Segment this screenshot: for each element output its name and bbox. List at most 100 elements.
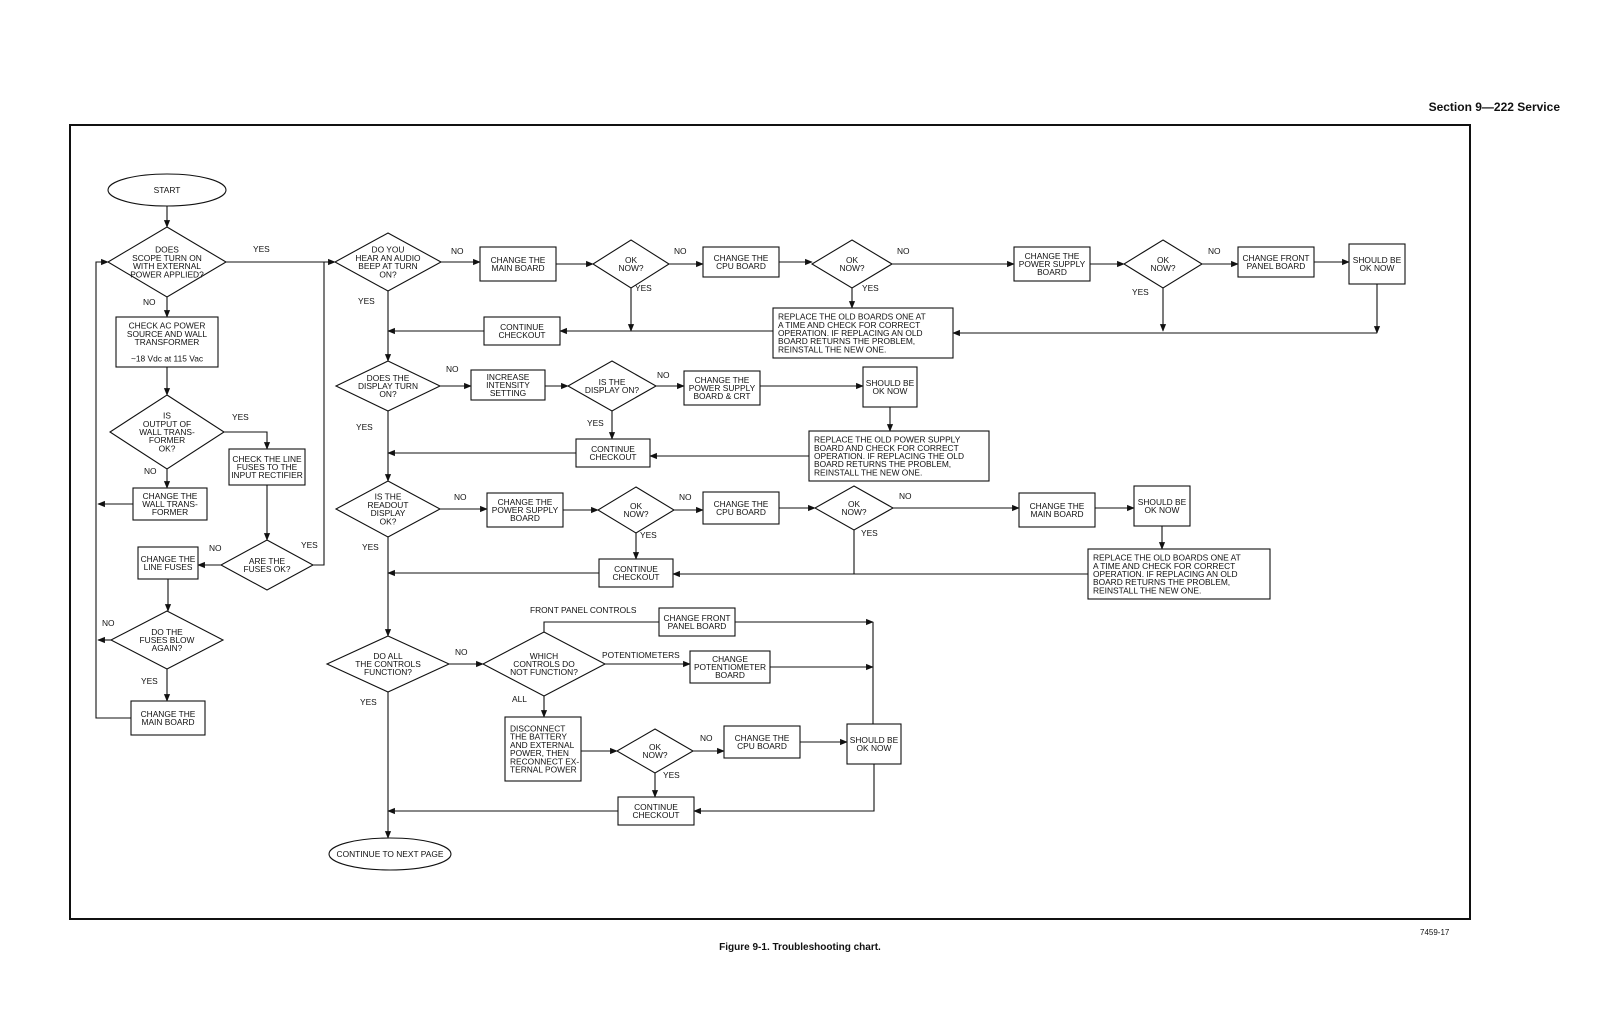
node-text: REINSTALL THE NEW ONE. xyxy=(814,467,922,477)
process-box xyxy=(486,492,564,528)
node-text: AND EXTERNAL xyxy=(510,740,575,750)
node-text: CONTINUE xyxy=(500,322,544,332)
node-text: FUNCTION? xyxy=(364,667,412,677)
process-box xyxy=(483,316,561,346)
node-text: CONTINUE TO NEXT PAGE xyxy=(337,849,444,859)
node-text: ARE THE xyxy=(249,556,286,566)
process-box xyxy=(1133,485,1191,527)
node-text: WALL TRANS- xyxy=(142,499,198,509)
node-text: CHANGE THE xyxy=(714,253,769,263)
node-text: DO YOU xyxy=(372,245,405,255)
node-text: NOW? xyxy=(618,263,643,273)
edge-label-no-controls: NO xyxy=(455,647,468,657)
node-text: OK xyxy=(630,501,643,511)
node-text: BOARD RETURNS THE PROBLEM, xyxy=(778,336,915,346)
decision-diamond xyxy=(334,360,442,412)
decision-diamond xyxy=(106,226,228,298)
edge-label-yes-output: YES xyxy=(232,412,249,422)
node-text: CHANGE xyxy=(712,654,748,664)
node-text: BOARD & CRT xyxy=(693,391,750,401)
edge-label-no-ok6: NO xyxy=(700,733,713,743)
edge-label-yes-blow: YES xyxy=(141,676,158,686)
node-text: LINE FUSES xyxy=(144,562,193,572)
process-box xyxy=(598,558,674,588)
decision-diamond xyxy=(596,486,676,534)
node-text: FORMER xyxy=(152,507,188,517)
node-text: REINSTALL THE NEW ONE. xyxy=(778,344,886,354)
node-text: OK NOW xyxy=(1360,263,1395,273)
process-box xyxy=(470,369,546,401)
node-text: FORMER xyxy=(149,435,185,445)
node-text: REINSTALL THE NEW ONE. xyxy=(1093,585,1201,595)
node-text: CHECK THE LINE xyxy=(232,454,302,464)
decision-diamond xyxy=(591,239,671,289)
edge-label-yes-readout: YES xyxy=(362,542,379,552)
decision-diamond xyxy=(1122,239,1204,289)
node-text: POWER SUPPLY xyxy=(689,383,756,393)
edge-label-no-display-on: NO xyxy=(657,370,670,380)
decision-diamond xyxy=(219,539,315,591)
node-text: CHANGE FRONT xyxy=(1243,253,1310,263)
node-text: CHECKOUT xyxy=(633,810,680,820)
node-text: BOARD xyxy=(715,670,745,680)
node-text: OK xyxy=(625,255,638,265)
edge-label-front-panel: FRONT PANEL CONTROLS xyxy=(530,605,637,615)
figure-number: 7459-17 xyxy=(1420,928,1450,937)
node-text: POWER SUPPLY xyxy=(1019,259,1086,269)
process-box xyxy=(862,366,918,408)
node-text: SETTING xyxy=(490,388,526,398)
process-box xyxy=(772,307,954,359)
node-text: SHOULD BE xyxy=(850,735,899,745)
node-text: WALL TRANS- xyxy=(139,427,195,437)
edge-label-no-ok5: NO xyxy=(899,491,912,501)
node-text: CHECKOUT xyxy=(613,572,660,582)
decision-diamond xyxy=(333,232,443,292)
edge-label-yes-fuses: YES xyxy=(301,540,318,550)
node-text: CHANGE THE xyxy=(1030,501,1085,511)
node-text: DOES xyxy=(155,245,179,255)
node-b-replace1: REPLACE THE OLD BOARDS ONE ATA TIME AND … xyxy=(772,307,954,359)
node-text: THE CONTROLS xyxy=(355,659,421,669)
node-text: A TIME AND CHECK FOR CORRECT xyxy=(1093,561,1235,571)
process-box xyxy=(723,725,801,759)
node-text: DO THE xyxy=(151,627,183,637)
edge-label-no-display: NO xyxy=(446,364,459,374)
process-box xyxy=(702,491,780,525)
node-text: POWER, THEN xyxy=(510,748,569,758)
node-text: MAIN BOARD xyxy=(491,263,544,273)
edge-label-yes-ok6: YES xyxy=(663,770,680,780)
decision-diamond xyxy=(334,480,442,538)
figure-caption: Figure 9-1. Troubleshooting chart. xyxy=(719,942,881,953)
node-text: CHANGE THE xyxy=(491,255,546,265)
node-text: POWER APPLIED? xyxy=(130,269,204,279)
node-text: BOARD xyxy=(1037,267,1067,277)
node-text: NOW? xyxy=(1150,263,1175,273)
node-text: POWER SUPPLY xyxy=(492,505,559,515)
chart-frame xyxy=(69,124,1471,920)
node-text: CONTINUE xyxy=(614,564,658,574)
edge-label-no-output: NO xyxy=(144,466,157,476)
node-text: OPERATION. IF REPLACING AN OLD xyxy=(1093,569,1238,579)
node-text: OK xyxy=(848,499,861,509)
node-text: CPU BOARD xyxy=(716,507,766,517)
node-text: AGAIN? xyxy=(152,643,183,653)
node-text: IS THE xyxy=(599,377,626,387)
connector xyxy=(693,764,875,815)
process-box xyxy=(115,316,219,368)
